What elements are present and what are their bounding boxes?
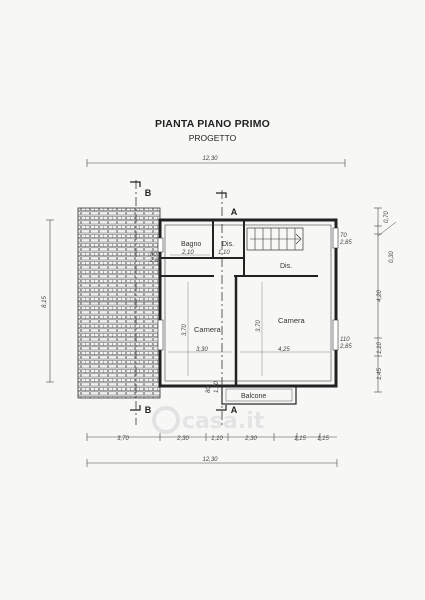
- bottom-dim-2: 2,30: [176, 436, 189, 442]
- dis-width-dim: 1,10: [218, 250, 230, 256]
- room-camera-left: Camera: [194, 325, 222, 334]
- staircase: [246, 227, 304, 251]
- top-total-dim: 12,30: [202, 156, 218, 162]
- small-dim-2: 2,85: [149, 258, 162, 264]
- room-bagno: Bagno: [181, 241, 201, 248]
- camera-left-width-dim: 3,30: [196, 347, 208, 353]
- room-balcone: Balcone: [241, 393, 266, 400]
- right-dim-1: 0,70: [384, 211, 390, 223]
- bottom-dimension-chain: 3,70 2,30 1,10 2,30 1,15 1,15 12,30: [86, 433, 338, 467]
- right-dim-2: 0,30: [389, 251, 395, 263]
- room-dis-small: Dis.: [222, 241, 234, 248]
- section-b-top: B: [145, 188, 152, 198]
- right-dim-3: 4,20: [377, 290, 383, 302]
- bagno-width-dim: 2,10: [181, 250, 194, 256]
- camera-right-width-dim: 4,25: [278, 347, 290, 353]
- bottom-dim-4: 2,30: [244, 436, 257, 442]
- windows: [157, 227, 339, 351]
- bottom-dim-5: 1,15: [294, 436, 306, 442]
- plan-title: PIANTA PIANO PRIMO: [154, 118, 271, 130]
- plan-subtitle: PROGETTO: [188, 133, 237, 143]
- right-dim-4: 1,10: [377, 342, 383, 354]
- roof-tiles: [77, 207, 161, 399]
- watermark: casa.it: [152, 406, 265, 434]
- section-b-bottom: B: [145, 405, 152, 415]
- window-a-dim-2: 2,85: [339, 240, 352, 246]
- camera-right-height-dim: 3,70: [256, 320, 262, 332]
- section-a-bottom: A: [231, 405, 238, 415]
- window-b-dim-1: 110: [340, 337, 350, 343]
- window-b-dim-2: 2,85: [339, 344, 352, 350]
- watermark-text: casa.it: [182, 409, 265, 434]
- bottom-dim-3: 1,10: [211, 436, 223, 442]
- room-dis-large: Dis.: [280, 263, 292, 270]
- right-dim-5: 1,45: [377, 368, 383, 380]
- bottom-dim-1: 3,70: [117, 436, 129, 442]
- window-a-dim-1: 70: [340, 233, 347, 239]
- left-dimension: 8,15: [42, 219, 54, 383]
- right-dimension-chain: 0,70 0,30 4,20 1,10 1,45: [374, 207, 397, 393]
- left-height-dim: 8,15: [42, 296, 48, 308]
- top-dimension: 12,30: [86, 156, 346, 167]
- bottom-dim-6: 1,15: [317, 436, 329, 442]
- bottom-total-dim: 12,30: [202, 457, 218, 463]
- section-a-top: A: [231, 207, 238, 217]
- camera-left-height-dim: 3,70: [182, 324, 188, 336]
- section-lines: [130, 180, 227, 425]
- small-dim-1: 80: [150, 252, 157, 258]
- room-camera-right: Camera: [278, 316, 306, 325]
- balcony-dim-2: 1,20: [214, 381, 220, 393]
- inner-dimensions: 2,10 1,10 3,70 3,30 3,70 4,25 70 2,85 11…: [149, 233, 352, 393]
- balcony-dim-1: 80: [206, 386, 212, 393]
